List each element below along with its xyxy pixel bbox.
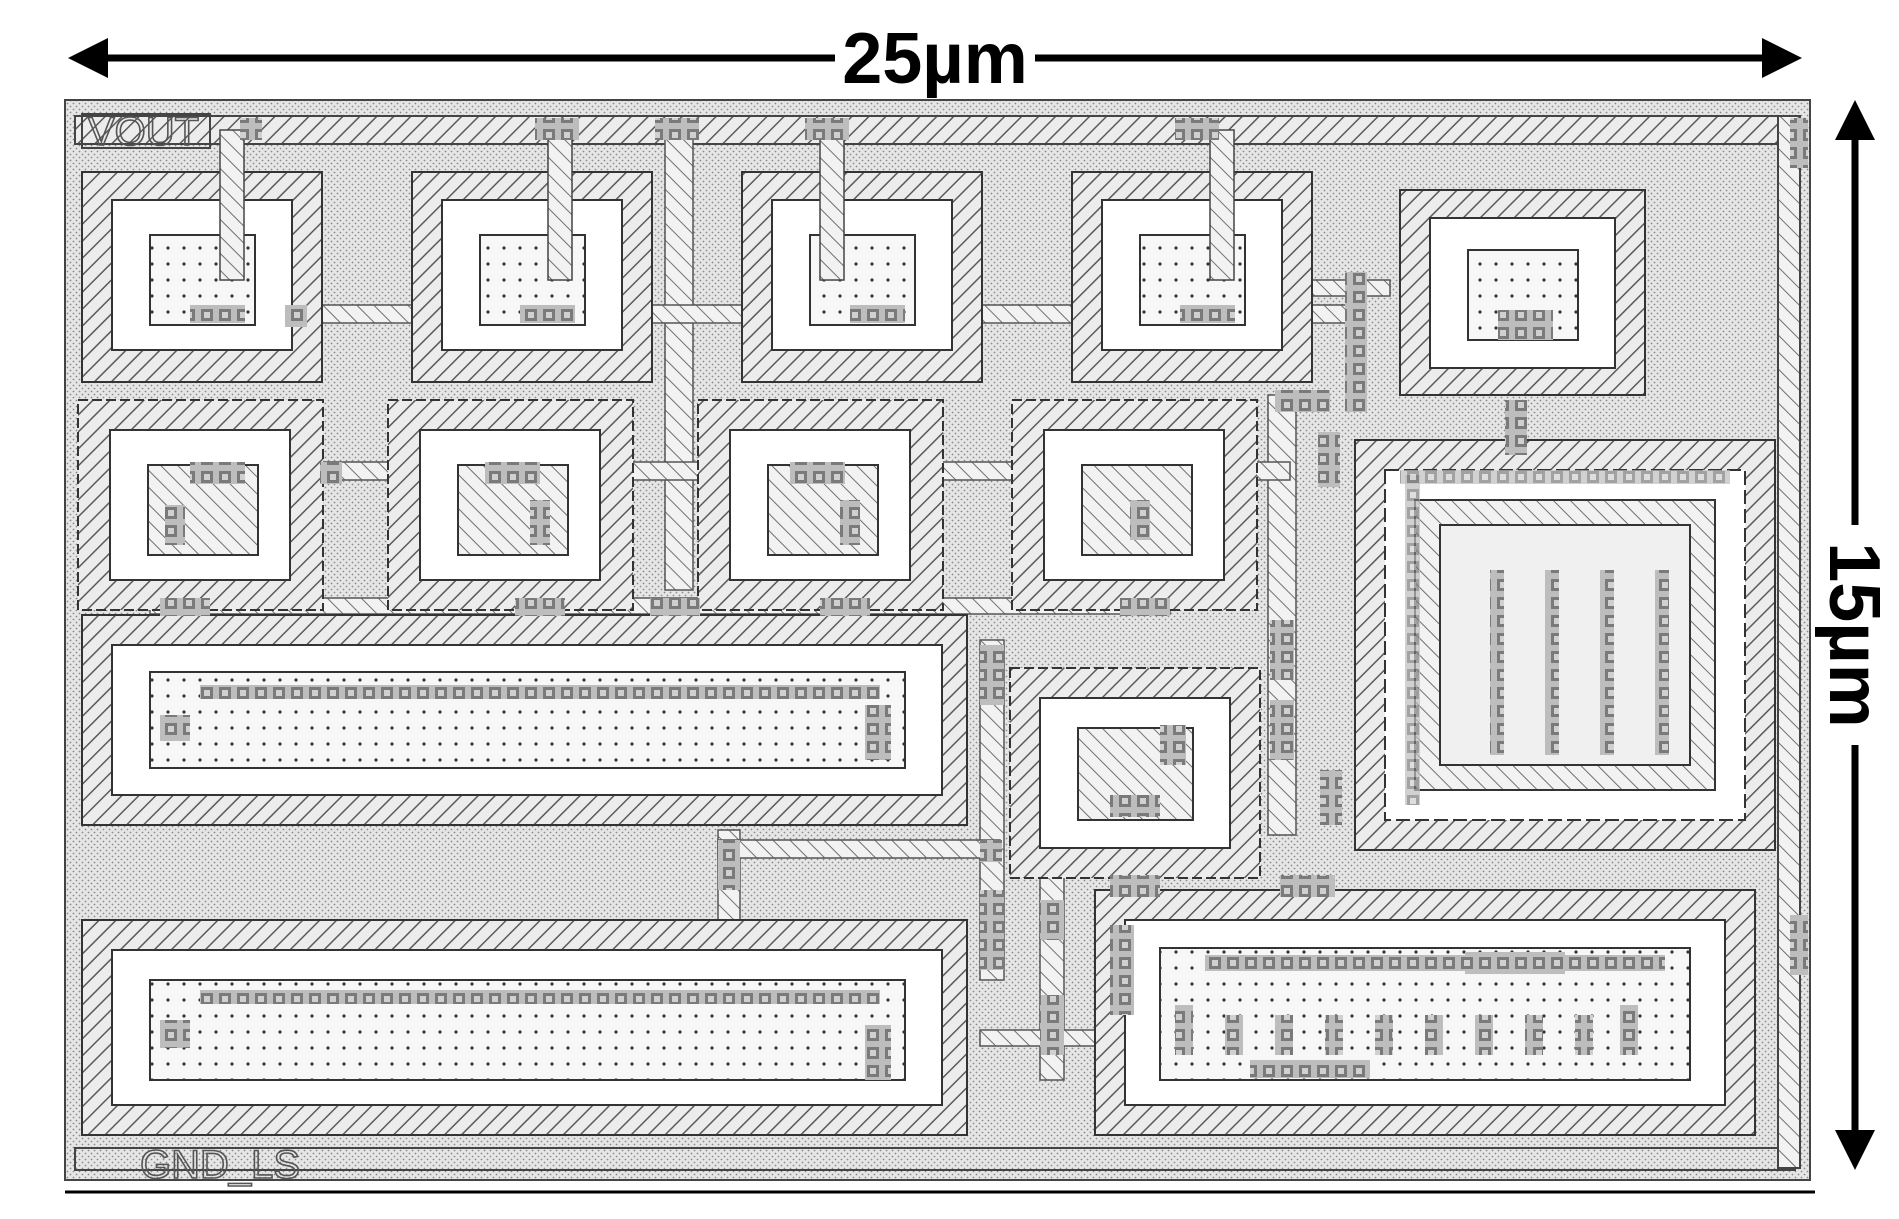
layout-area: VOUT GND_LS xyxy=(64,99,1815,1194)
routing-strip xyxy=(1267,394,1297,836)
gnd-net-label: GND_LS xyxy=(140,1143,300,1187)
resistor-lower xyxy=(81,919,968,1136)
large-device-right xyxy=(1354,439,1776,851)
transistor-cell xyxy=(1011,399,1258,611)
right-metal-rail xyxy=(1777,115,1801,1169)
transistor-center xyxy=(1009,667,1261,879)
routing-strip xyxy=(717,839,1001,859)
resistor-upper xyxy=(81,614,968,826)
dim-width-arrow xyxy=(68,38,1802,78)
transistor-cell xyxy=(697,399,944,611)
transistor-row-1 xyxy=(81,129,1646,396)
transistor-row-2 xyxy=(77,399,1258,611)
transistor-bottom-right xyxy=(1094,889,1756,1136)
top-metal-rail xyxy=(74,115,1796,145)
transistor-cell xyxy=(1399,189,1646,396)
bottom-metal-rail xyxy=(74,1147,1796,1171)
dim-width-label: 25µm xyxy=(842,19,1028,99)
dim-height-label: 15µm xyxy=(1814,542,1894,728)
transistor-cell xyxy=(81,129,323,383)
vout-net-label: VOUT xyxy=(88,110,199,154)
vout-label-box xyxy=(81,113,211,149)
transistor-cell xyxy=(741,129,983,383)
routing-strip xyxy=(664,129,694,591)
transistor-cell xyxy=(387,399,634,611)
via-group xyxy=(160,118,1808,1055)
transistor-cell xyxy=(77,399,324,611)
transistor-cell xyxy=(1071,129,1313,383)
dim-height-arrow xyxy=(1835,100,1875,1170)
transistor-cell xyxy=(411,129,653,383)
